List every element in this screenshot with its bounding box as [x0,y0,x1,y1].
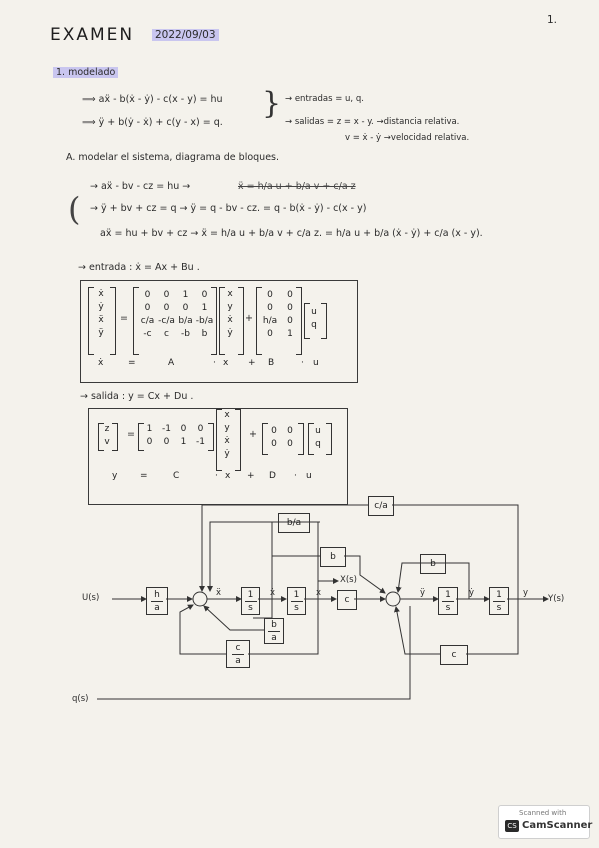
signal-y: y [523,588,529,598]
gain-b-mid-block: b [320,547,346,567]
part-a-line-2: → ÿ + bv + cz = q → ÿ = q - bv - cz. = q… [90,203,367,214]
part-a-line-1: → aẍ - bv - cz = hu → [90,181,191,192]
part-a-line-1-struck: ẍ = h/a u + b/a v + c/a z [238,181,356,192]
section-label: 1. modelado [53,67,119,78]
gain-c-block: c [337,590,357,610]
input-u-label: U(s) [82,593,100,603]
brace: } [262,86,282,121]
x-output-label: X(s) [340,575,357,585]
gain-b-right-block: b [420,554,446,574]
output-y-label: Y(s) [548,594,565,604]
camscanner-logo-icon: CS [505,820,519,832]
signal-x: x [316,588,322,598]
input-q-label: q(s) [72,694,89,704]
gain-c-right-block: c [440,645,468,665]
state-equation-caption: ẋ = A · x + B · u [98,358,319,368]
signal-yd: ẏ [469,588,475,598]
state-space-box [80,280,358,383]
inputs-note: → entradas = u, q. [285,94,364,104]
gain-b-over-a-top-block: b/a [278,513,310,533]
output-equation-caption: y = C · x + D · u [112,471,312,481]
state-derivative-vector: ẋ ẏ ẍ ÿ [98,289,104,338]
part-a-line-3: aẍ = hu + bv + cz → ẍ = h/a u + b/a v + … [100,228,483,239]
camscanner-watermark: Scanned with CS CamScanner [498,805,592,839]
gain-c-over-a-top-block: c/a [368,496,394,516]
page-number: 1. [547,14,558,26]
page-title: EXAMEN [50,25,135,45]
signal-xd: ẋ [270,588,276,598]
equation-2: ⟹ ÿ + b(ẏ - ẋ) + c(y - x) = q. [82,117,223,128]
output-equation-label: → salida : y = Cx + Du . [80,391,194,402]
exam-date: 2022/09/03 [152,29,219,41]
velocity-note: v = ẋ - ẏ →velocidad relativa. [345,133,470,143]
outputs-note: → salidas = z = x - y. →distancia relati… [285,117,460,127]
part-a-heading: A. modelar el sistema, diagrama de bloqu… [66,152,280,163]
left-brace: ( [68,190,81,228]
signal-ydd: ÿ [420,588,426,598]
signal-xdd: ẍ [216,588,222,598]
state-equation-label: → entrada : ẋ = Ax + Bu . [78,262,200,273]
equation-1: ⟹ aẍ - b(ẋ - ẏ) - c(x - y) = hu [82,94,223,105]
